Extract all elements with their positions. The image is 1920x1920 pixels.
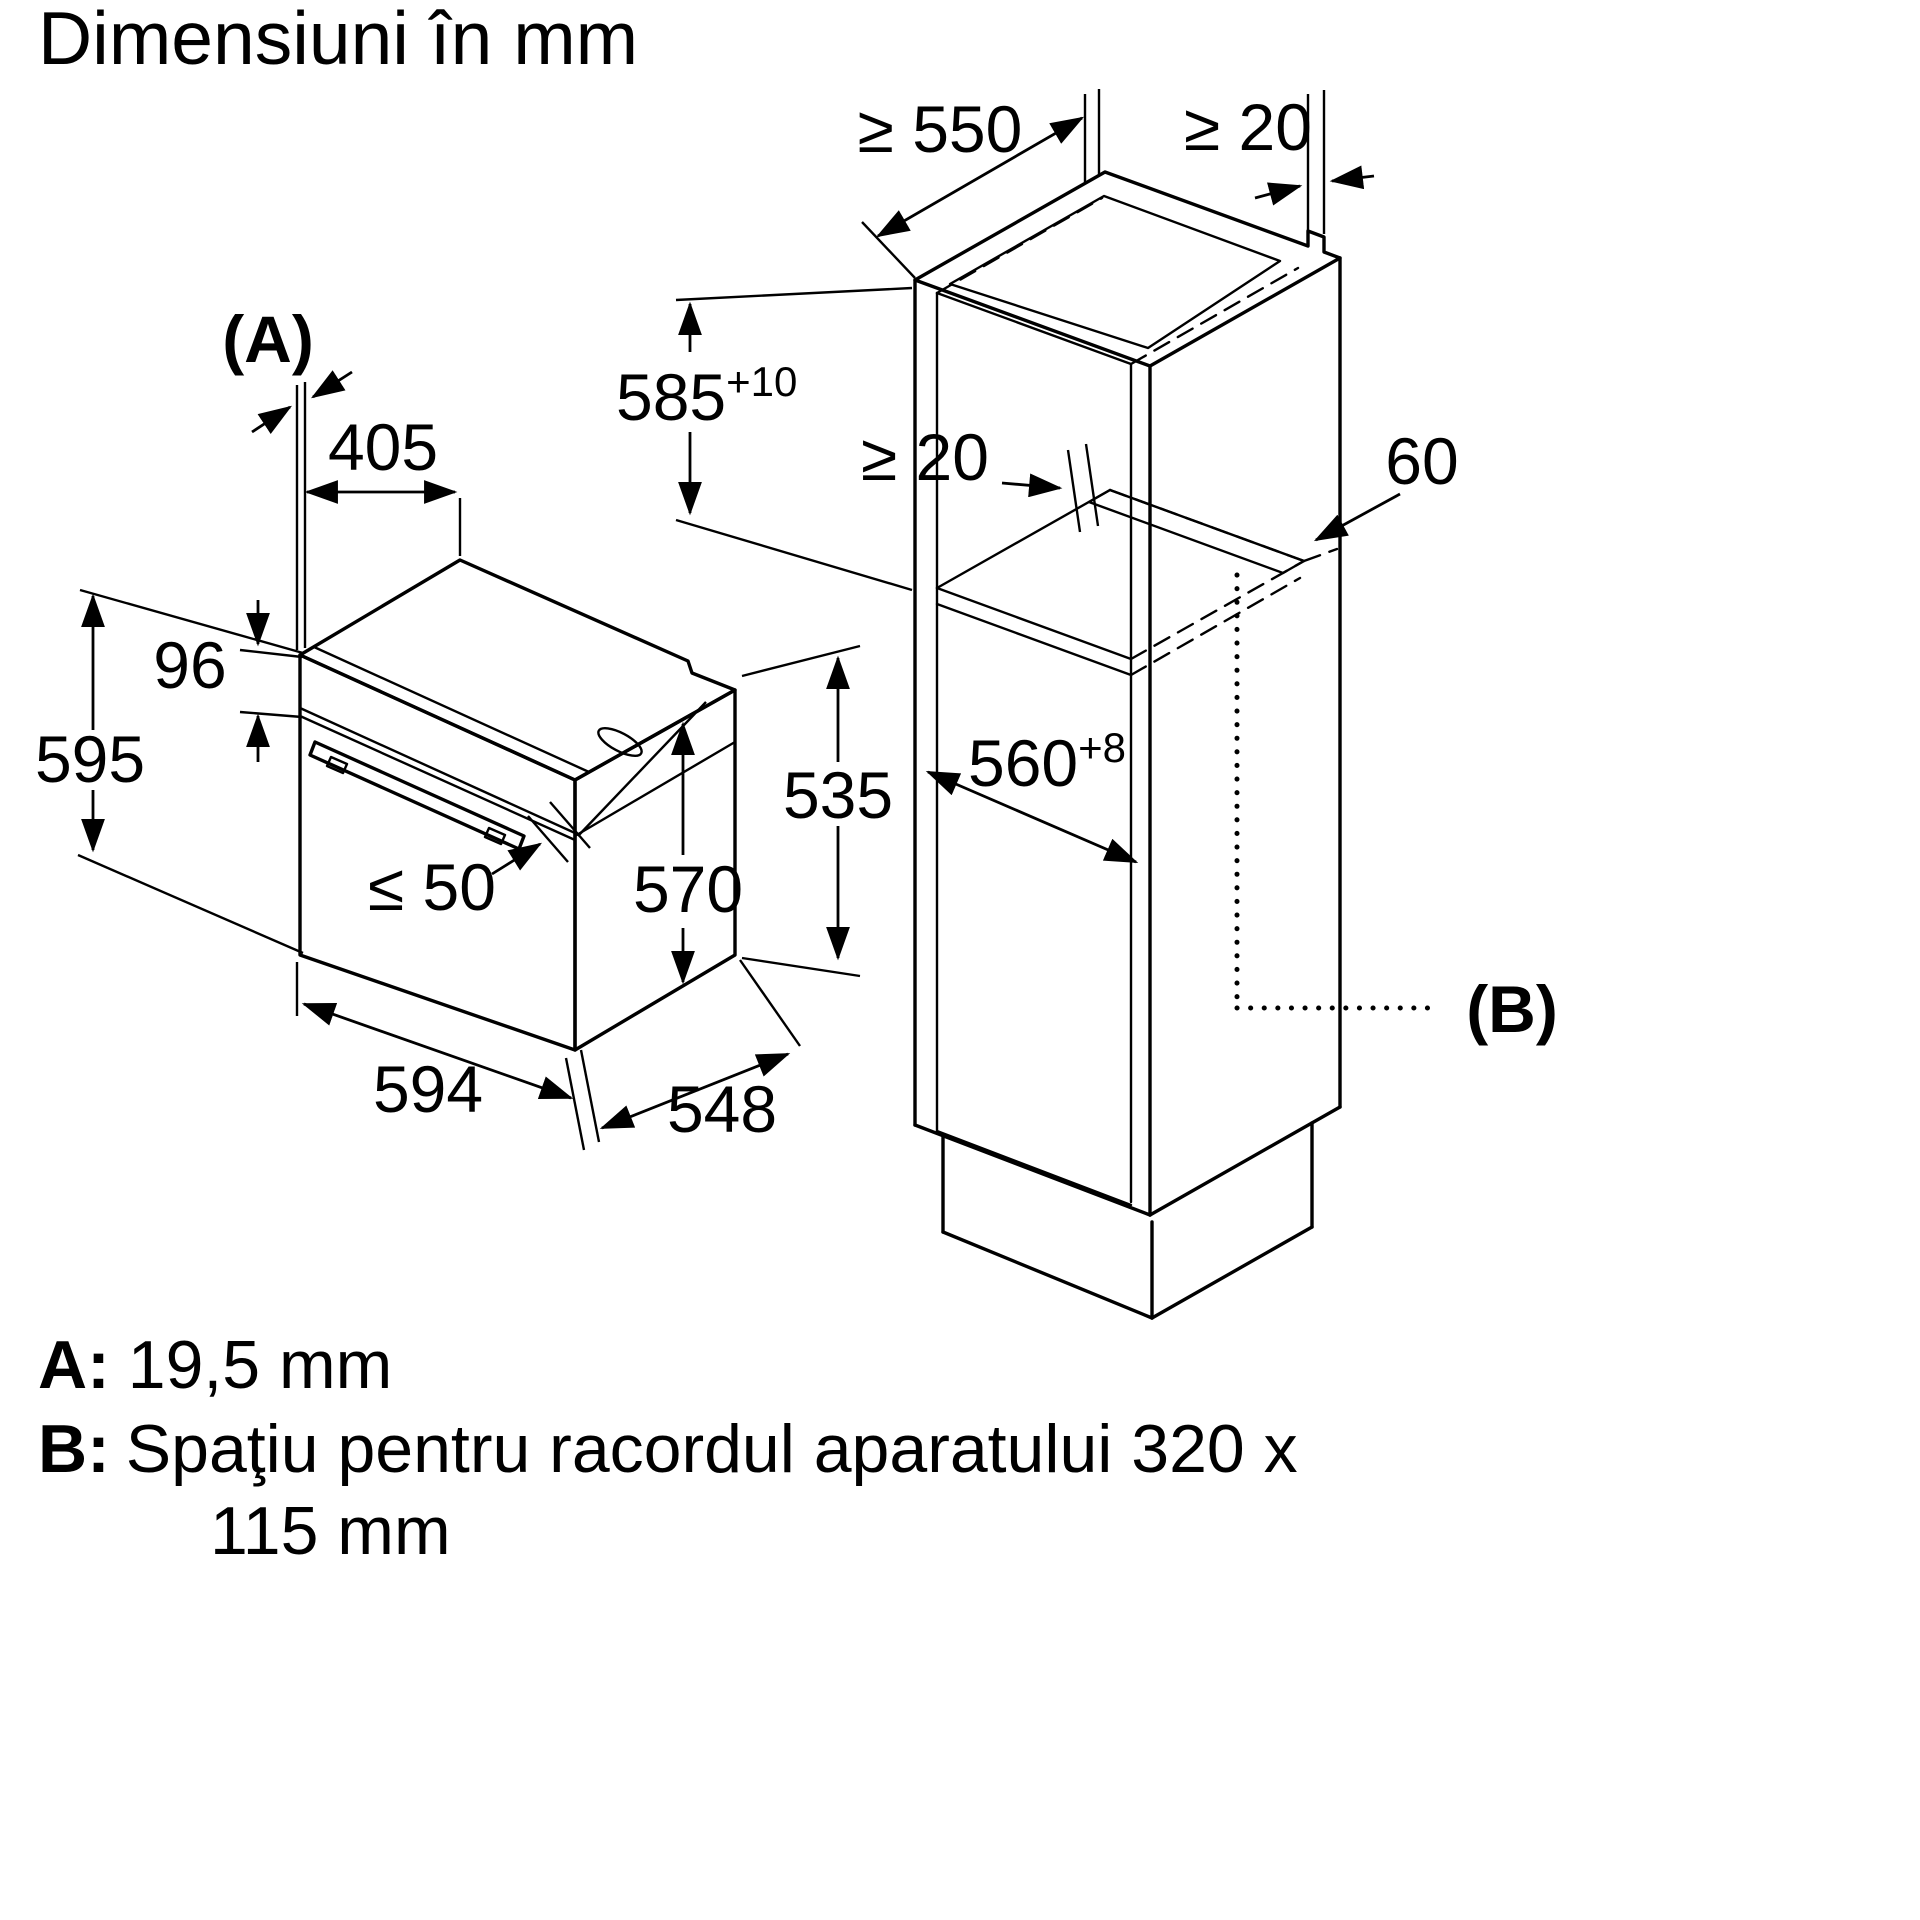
dim-label-535: 535 — [783, 758, 893, 832]
extension-line — [675, 518, 913, 592]
dim-label-405: 405 — [328, 410, 438, 484]
dim-label-96: 96 — [153, 628, 226, 702]
extension-line — [861, 221, 916, 279]
extension-line — [741, 644, 861, 678]
dim-20-top: ≥ 20 — [1184, 90, 1375, 240]
label-A: (A) — [222, 302, 314, 376]
dimension-arrow — [1329, 165, 1375, 190]
control-panel-line — [298, 714, 577, 842]
dim-label-548: 548 — [667, 1072, 777, 1146]
cabinet-drawing — [913, 170, 1342, 1320]
shelf-depth-edge — [935, 488, 1112, 590]
arrow-leader — [491, 842, 543, 876]
dim-label-560: 560+8 — [968, 724, 1126, 800]
hatched-spacer — [1087, 488, 1306, 575]
hidden-edge — [1129, 559, 1306, 661]
legend-line-b: B:Spaţiu pentru racordul aparatului 320 … — [38, 1411, 1298, 1487]
dim-tolerance: +10 — [726, 358, 797, 405]
legend-line-b2: 115 mm — [210, 1493, 451, 1569]
plinth-edge — [1150, 1225, 1314, 1320]
dim-560: 560+8 — [925, 724, 1139, 864]
dim-label-550: ≥ 550 — [858, 92, 1023, 166]
dim-595: 595 — [35, 588, 304, 955]
label-B: (B) — [1466, 972, 1558, 1046]
extension-line — [564, 1057, 586, 1151]
extension-line — [1084, 443, 1100, 527]
arrow-leader — [1313, 492, 1401, 542]
hidden-edge — [1129, 576, 1302, 677]
dim-handle-50: ≤ 50 — [368, 801, 591, 924]
legend-line-a: A:19,5 mm — [38, 1327, 392, 1403]
dim-label-594: 594 — [373, 1052, 483, 1126]
handle-mount — [325, 755, 349, 775]
extension-line — [239, 648, 303, 659]
dim-585: 585+10 — [616, 286, 913, 592]
grip-slot — [597, 727, 643, 757]
extension-line — [549, 801, 591, 849]
dim-594: 594 — [295, 962, 601, 1151]
dim-548: 548 — [599, 959, 801, 1146]
legend-value-b: Spaţiu pentru racordul aparatului 320 x — [126, 1411, 1298, 1487]
dim-60: 60 — [1313, 424, 1459, 542]
legend-key-b: B: — [38, 1411, 110, 1487]
oven-drawing — [298, 558, 737, 1052]
dim-label-50: ≤ 50 — [368, 850, 496, 924]
dim-label-585: 585+10 — [616, 358, 797, 434]
dim-value: 560 — [968, 726, 1078, 800]
hidden-edge — [1302, 547, 1339, 563]
arrow-leader — [251, 405, 292, 434]
arrow-leader — [1001, 473, 1063, 498]
dim-tolerance: +8 — [1078, 724, 1126, 771]
cabinet-bottom-edge — [1148, 1105, 1342, 1217]
dim-405: 405 — [304, 410, 462, 556]
dim-door-offset-A: (A) — [222, 302, 353, 650]
dimension-line — [599, 1052, 791, 1130]
control-panel-line-side — [573, 740, 737, 838]
shelf-front-edge — [935, 602, 1133, 677]
dim-label-20-mid: ≥ 20 — [861, 420, 989, 494]
page-title: Dimensiuni în mm — [38, 0, 638, 80]
handle-mount — [483, 826, 507, 846]
control-panel-line — [298, 706, 577, 835]
dimension-line — [301, 1002, 574, 1100]
extension-line — [1066, 449, 1082, 533]
legend-value-a: 19,5 mm — [128, 1327, 393, 1403]
niche-inner-bottom — [935, 1129, 1133, 1207]
cabinet-top-face — [913, 170, 1342, 368]
dim-20-mid: ≥ 20 — [861, 420, 1100, 533]
dim-535: 535 — [741, 644, 893, 978]
dimension-arrow — [1254, 182, 1303, 206]
hidden-edge — [935, 196, 1104, 295]
dimension-line — [925, 770, 1139, 864]
dim-label-60: 60 — [1385, 424, 1458, 498]
dim-570: 570 — [577, 701, 743, 985]
oven-side-face — [573, 688, 737, 1052]
extension-line — [77, 853, 304, 955]
extension-line — [675, 286, 913, 302]
extension-line — [239, 710, 303, 719]
cabinet-bottom-edge — [913, 1123, 1152, 1217]
oven-top-edge-inner — [312, 645, 591, 774]
extension-line — [739, 959, 801, 1047]
arrow-leader — [310, 370, 353, 399]
niche-inner-top — [935, 291, 1133, 366]
legend-key-a: A: — [38, 1327, 110, 1403]
dim-label-595: 595 — [35, 722, 145, 796]
dim-label-20-top: ≥ 20 — [1184, 90, 1312, 164]
extension-line — [527, 815, 569, 863]
legend: A:19,5 mm B:Spaţiu pentru racordul apara… — [38, 1327, 1298, 1569]
label-b-leader: (B) — [1234, 572, 1558, 1046]
dim-value: 585 — [616, 360, 726, 434]
extension-line — [79, 588, 304, 655]
shelf-front-edge — [935, 586, 1133, 661]
extension-line — [741, 956, 861, 978]
dim-96: 96 — [153, 600, 303, 762]
dimension-line — [875, 116, 1085, 238]
extension-line — [579, 1049, 601, 1143]
dim-550: ≥ 550 — [858, 89, 1101, 279]
plinth-edge — [941, 1230, 1154, 1320]
hidden-edge — [1129, 266, 1300, 366]
dim-label-570: 570 — [633, 852, 743, 926]
